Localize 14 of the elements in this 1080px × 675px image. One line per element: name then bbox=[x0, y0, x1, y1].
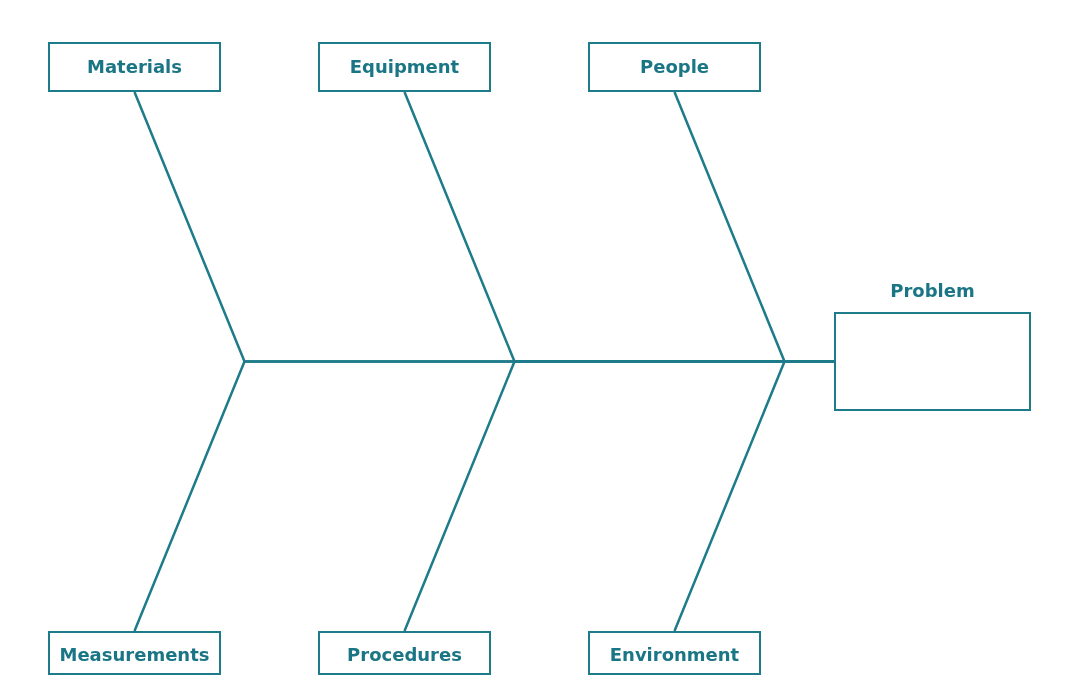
category-box bbox=[318, 42, 491, 92]
category-label: Materials bbox=[87, 56, 182, 78]
category-box bbox=[588, 42, 761, 92]
category-box bbox=[48, 42, 221, 92]
category-label: Measurements bbox=[59, 643, 210, 666]
category-box bbox=[318, 631, 491, 675]
category-label: People bbox=[640, 56, 709, 78]
category-label: Procedures bbox=[347, 643, 462, 666]
category-box bbox=[48, 631, 221, 675]
category-label: Environment bbox=[609, 643, 740, 666]
category-label: Equipment bbox=[349, 56, 460, 78]
category-box bbox=[588, 631, 761, 675]
box-heading: Problem bbox=[890, 280, 975, 302]
branch-line bbox=[673, 360, 834, 632]
